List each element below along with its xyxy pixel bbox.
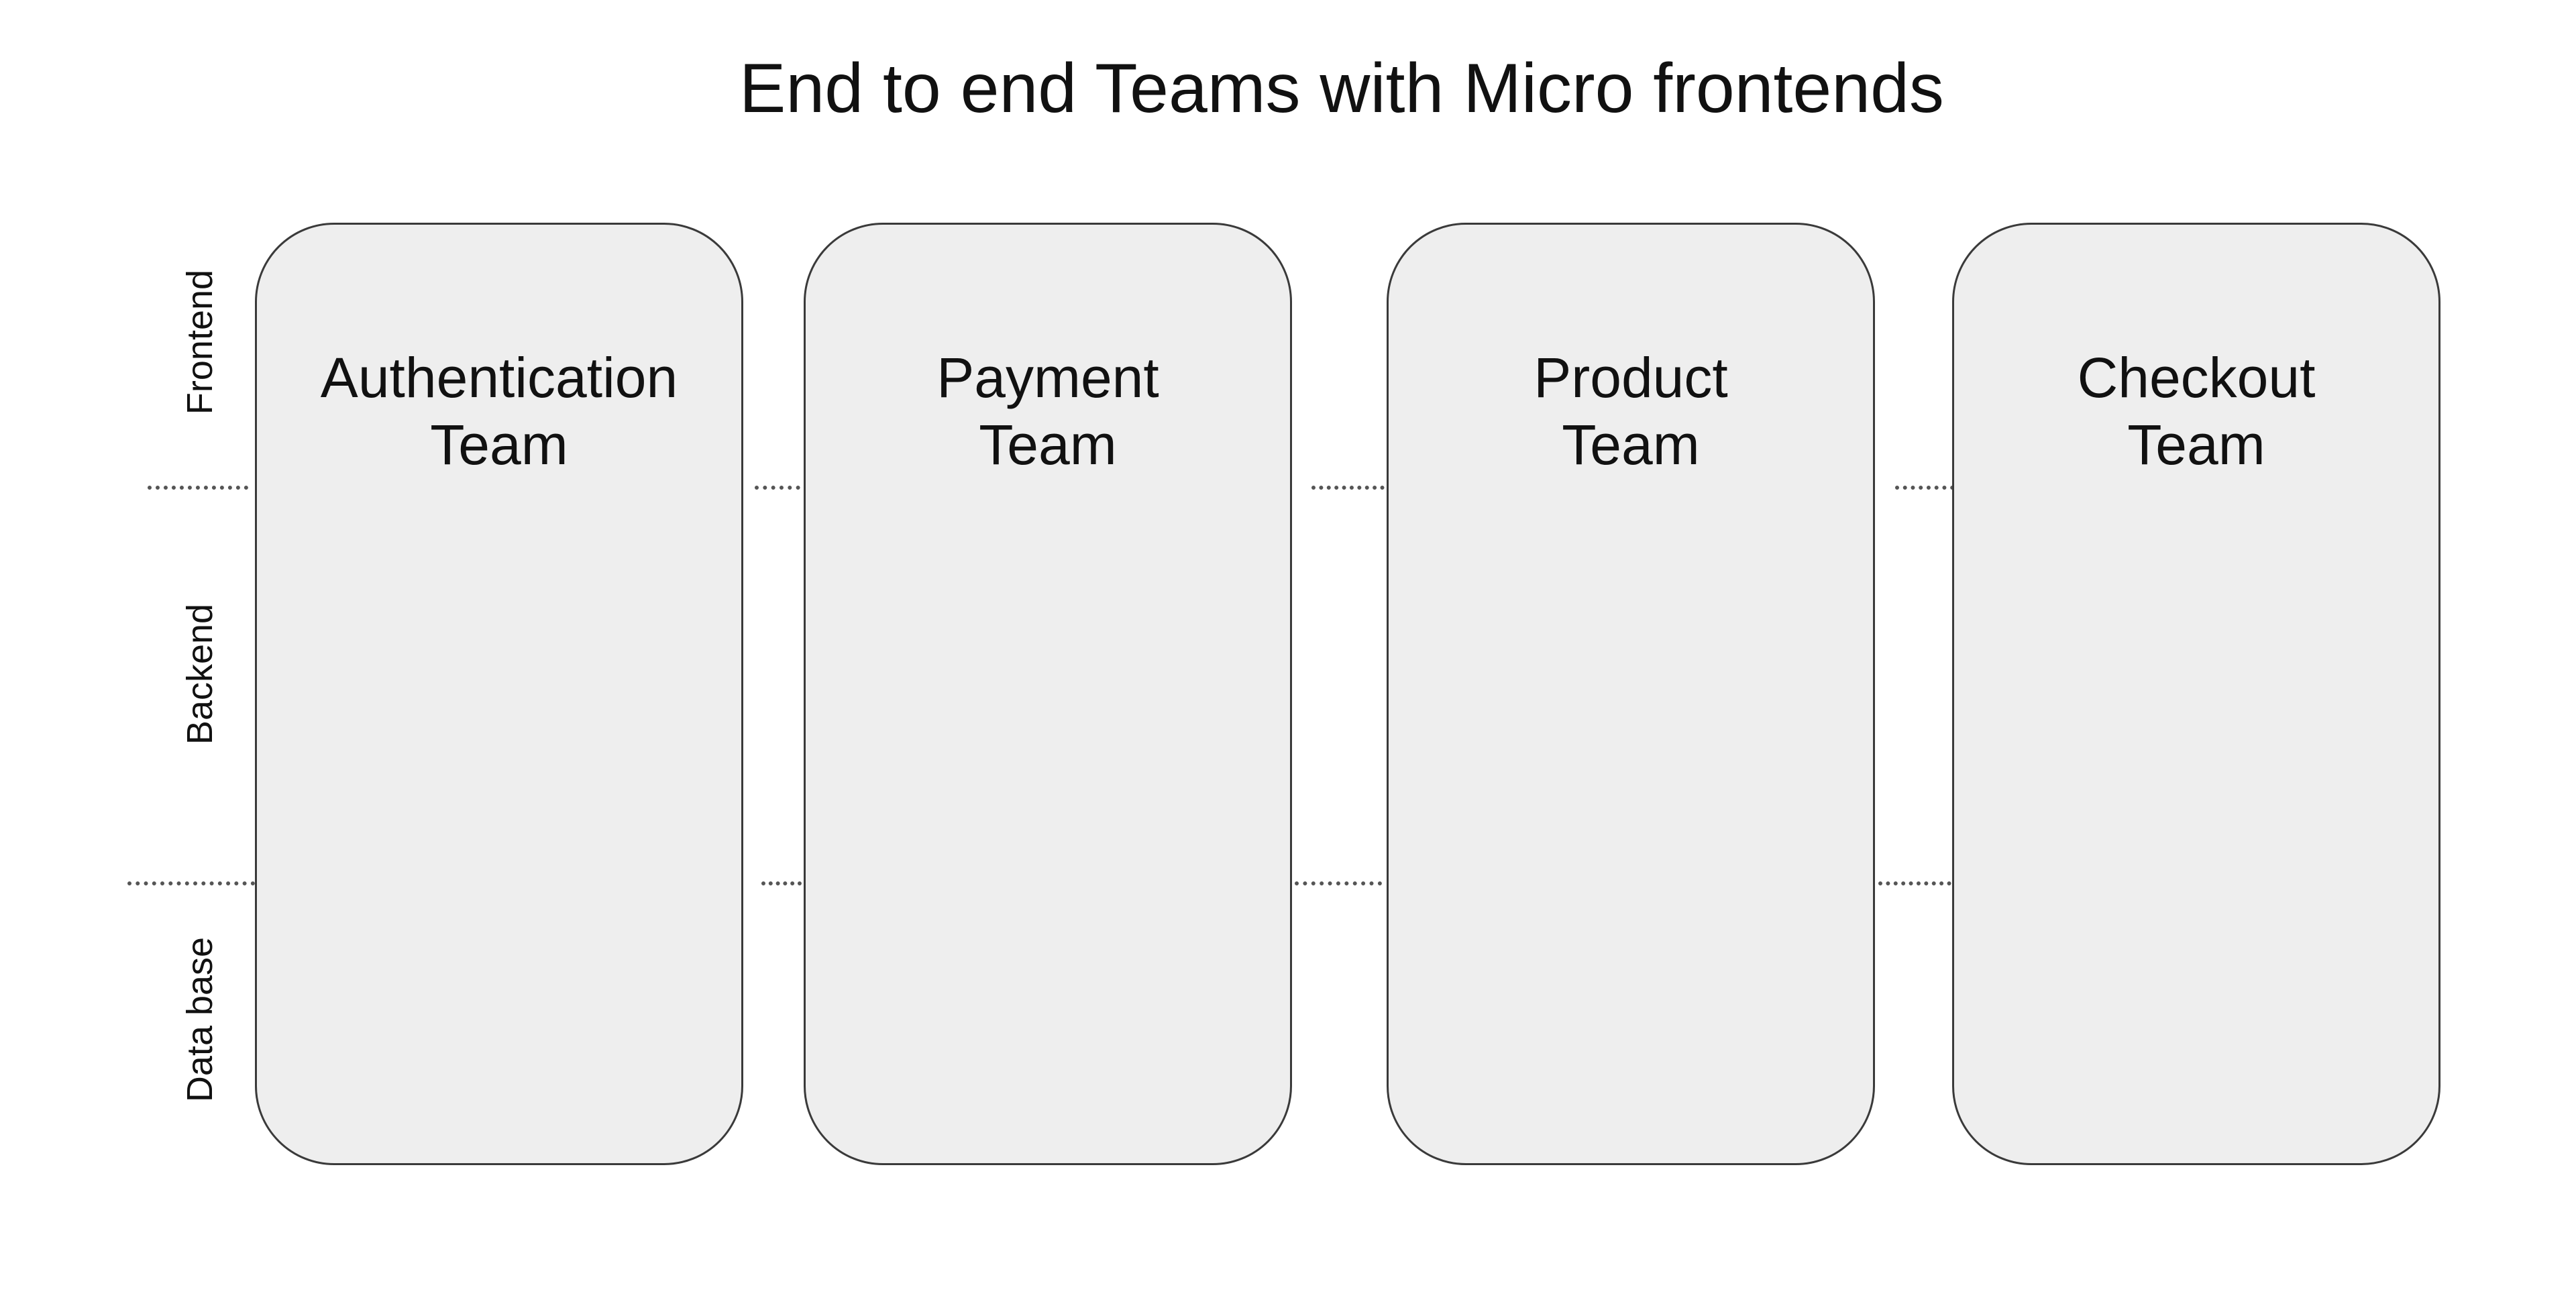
layer-divider-backend-database xyxy=(1878,881,1959,885)
team-name-line: Product xyxy=(1534,346,1728,409)
layer-divider-frontend-backend xyxy=(1311,486,1392,490)
team-card-payment: Payment Team xyxy=(804,223,1292,1165)
layer-divider-frontend-backend xyxy=(755,486,808,490)
layer-label-database: Data base xyxy=(180,936,220,1103)
layer-divider-backend-database xyxy=(1295,881,1382,885)
layer-label-backend: Backend xyxy=(180,603,220,745)
team-name-line: Team xyxy=(2127,413,2265,476)
team-name-line: Payment xyxy=(936,346,1159,409)
team-name-line: Checkout xyxy=(2077,346,2316,409)
team-card-authentication: Authentication Team xyxy=(255,223,743,1165)
team-name-line: Authentication xyxy=(320,346,678,409)
team-card-checkout: Checkout Team xyxy=(1952,223,2440,1165)
team-name: Product Team xyxy=(1389,344,1873,478)
layer-divider-frontend-backend xyxy=(1895,486,1962,490)
team-name-line: Team xyxy=(430,413,568,476)
team-name-line: Team xyxy=(979,413,1117,476)
layer-divider-backend-database xyxy=(127,881,255,885)
team-card-product: Product Team xyxy=(1387,223,1875,1165)
team-name: Payment Team xyxy=(806,344,1290,478)
team-name-line: Team xyxy=(1562,413,1700,476)
layer-divider-frontend-backend xyxy=(148,486,248,490)
team-name: Authentication Team xyxy=(257,344,741,478)
diagram-title: End to end Teams with Micro frontends xyxy=(739,50,1944,127)
layer-label-frontend: Frontend xyxy=(180,269,220,415)
layer-divider-backend-database xyxy=(761,881,802,885)
team-name: Checkout Team xyxy=(1954,344,2438,478)
